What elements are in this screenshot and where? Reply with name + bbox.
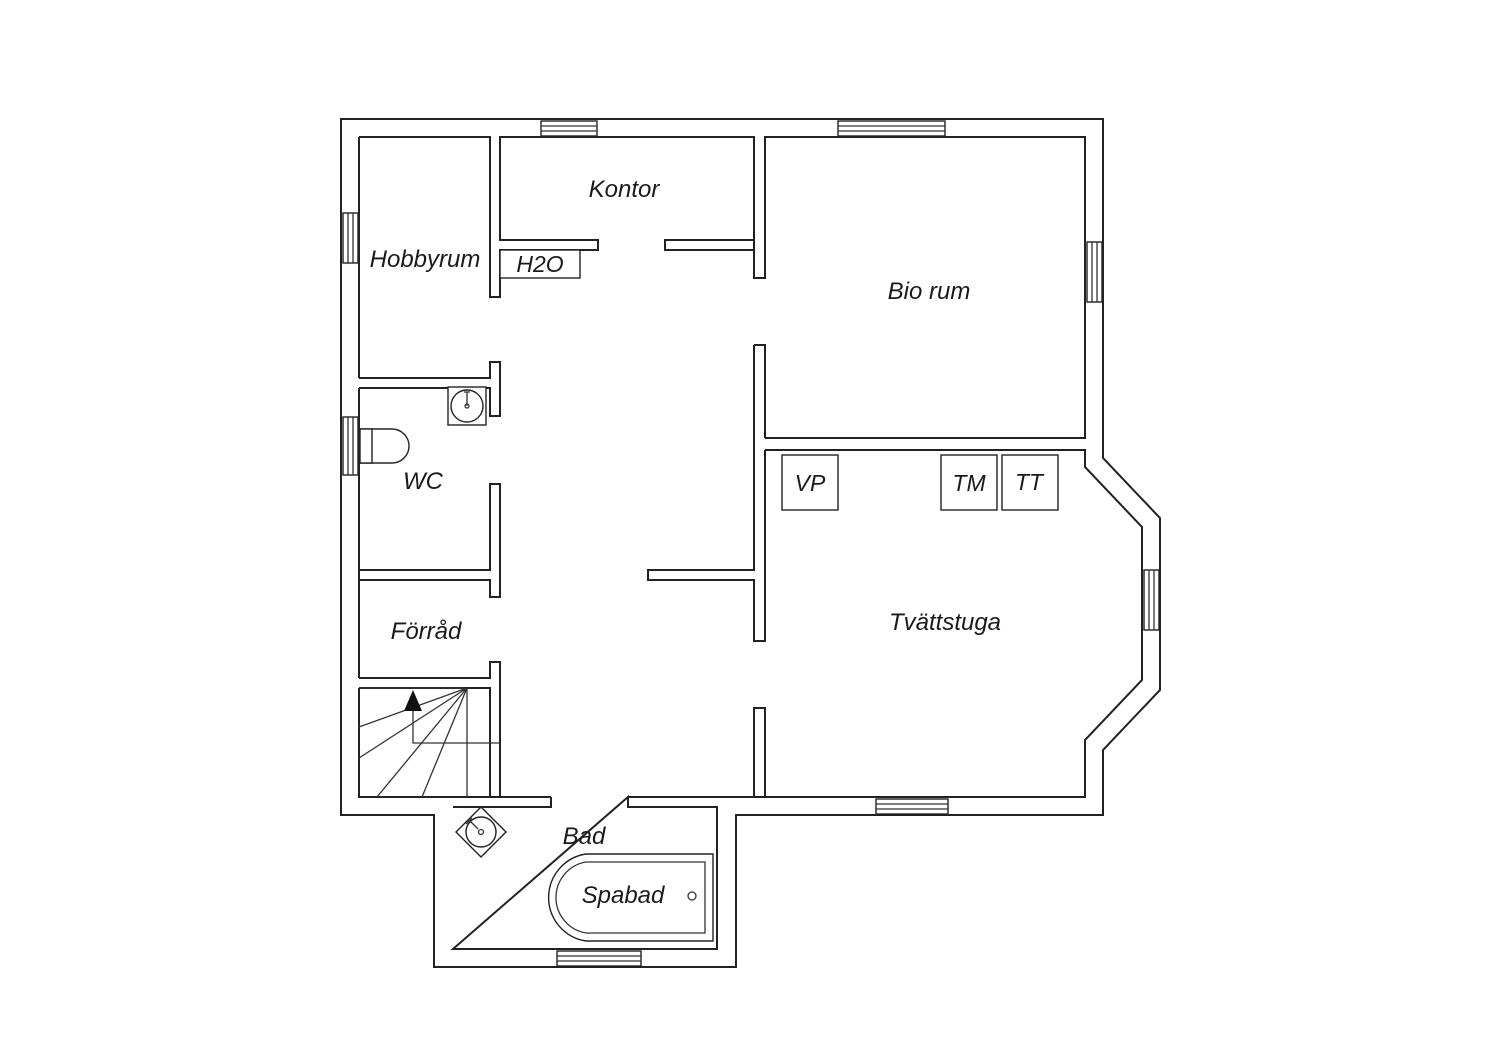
h2o-box [499,249,581,279]
bath-sink-icon [455,806,507,858]
wc-sink-icon [447,386,487,426]
vp-box [781,454,839,511]
inner-wall-outline [358,136,1143,798]
staircase-icon [358,687,500,798]
outer-wall-outline [340,118,1161,968]
hobby-wc-partition [359,361,501,417]
bathroom-inner-wall [450,794,718,950]
room-label-bio-rum: Bio rum [888,278,971,305]
room-label-forrad: Förråd [391,618,462,645]
tt-label: TT [1015,469,1045,495]
tvatt-lower-wall [753,707,766,798]
vp-label: VP [795,470,826,496]
wc-forrad-partition [358,483,501,598]
toilet-icon [359,428,410,464]
tm-box [940,454,998,511]
spa-bathtub-icon [547,853,714,942]
tm-label: TM [952,470,986,496]
room-label-kontor: Kontor [589,176,661,203]
room-label-hobbyrum: Hobbyrum [370,246,481,273]
stair-arrow-icon [404,690,422,711]
kontor-partition [664,239,755,251]
room-label-spabad: Spabad [582,882,665,909]
windows [342,120,1160,967]
room-label-bad: Bad [563,823,606,850]
h2o-label: H2O [516,251,563,277]
tt-box [1001,454,1059,511]
forrad-stair-partition [359,661,501,798]
bio-corridor-wall [647,344,766,642]
room-label-wc: WC [403,468,444,495]
room-label-tvattstuga: Tvättstuga [889,609,1001,636]
